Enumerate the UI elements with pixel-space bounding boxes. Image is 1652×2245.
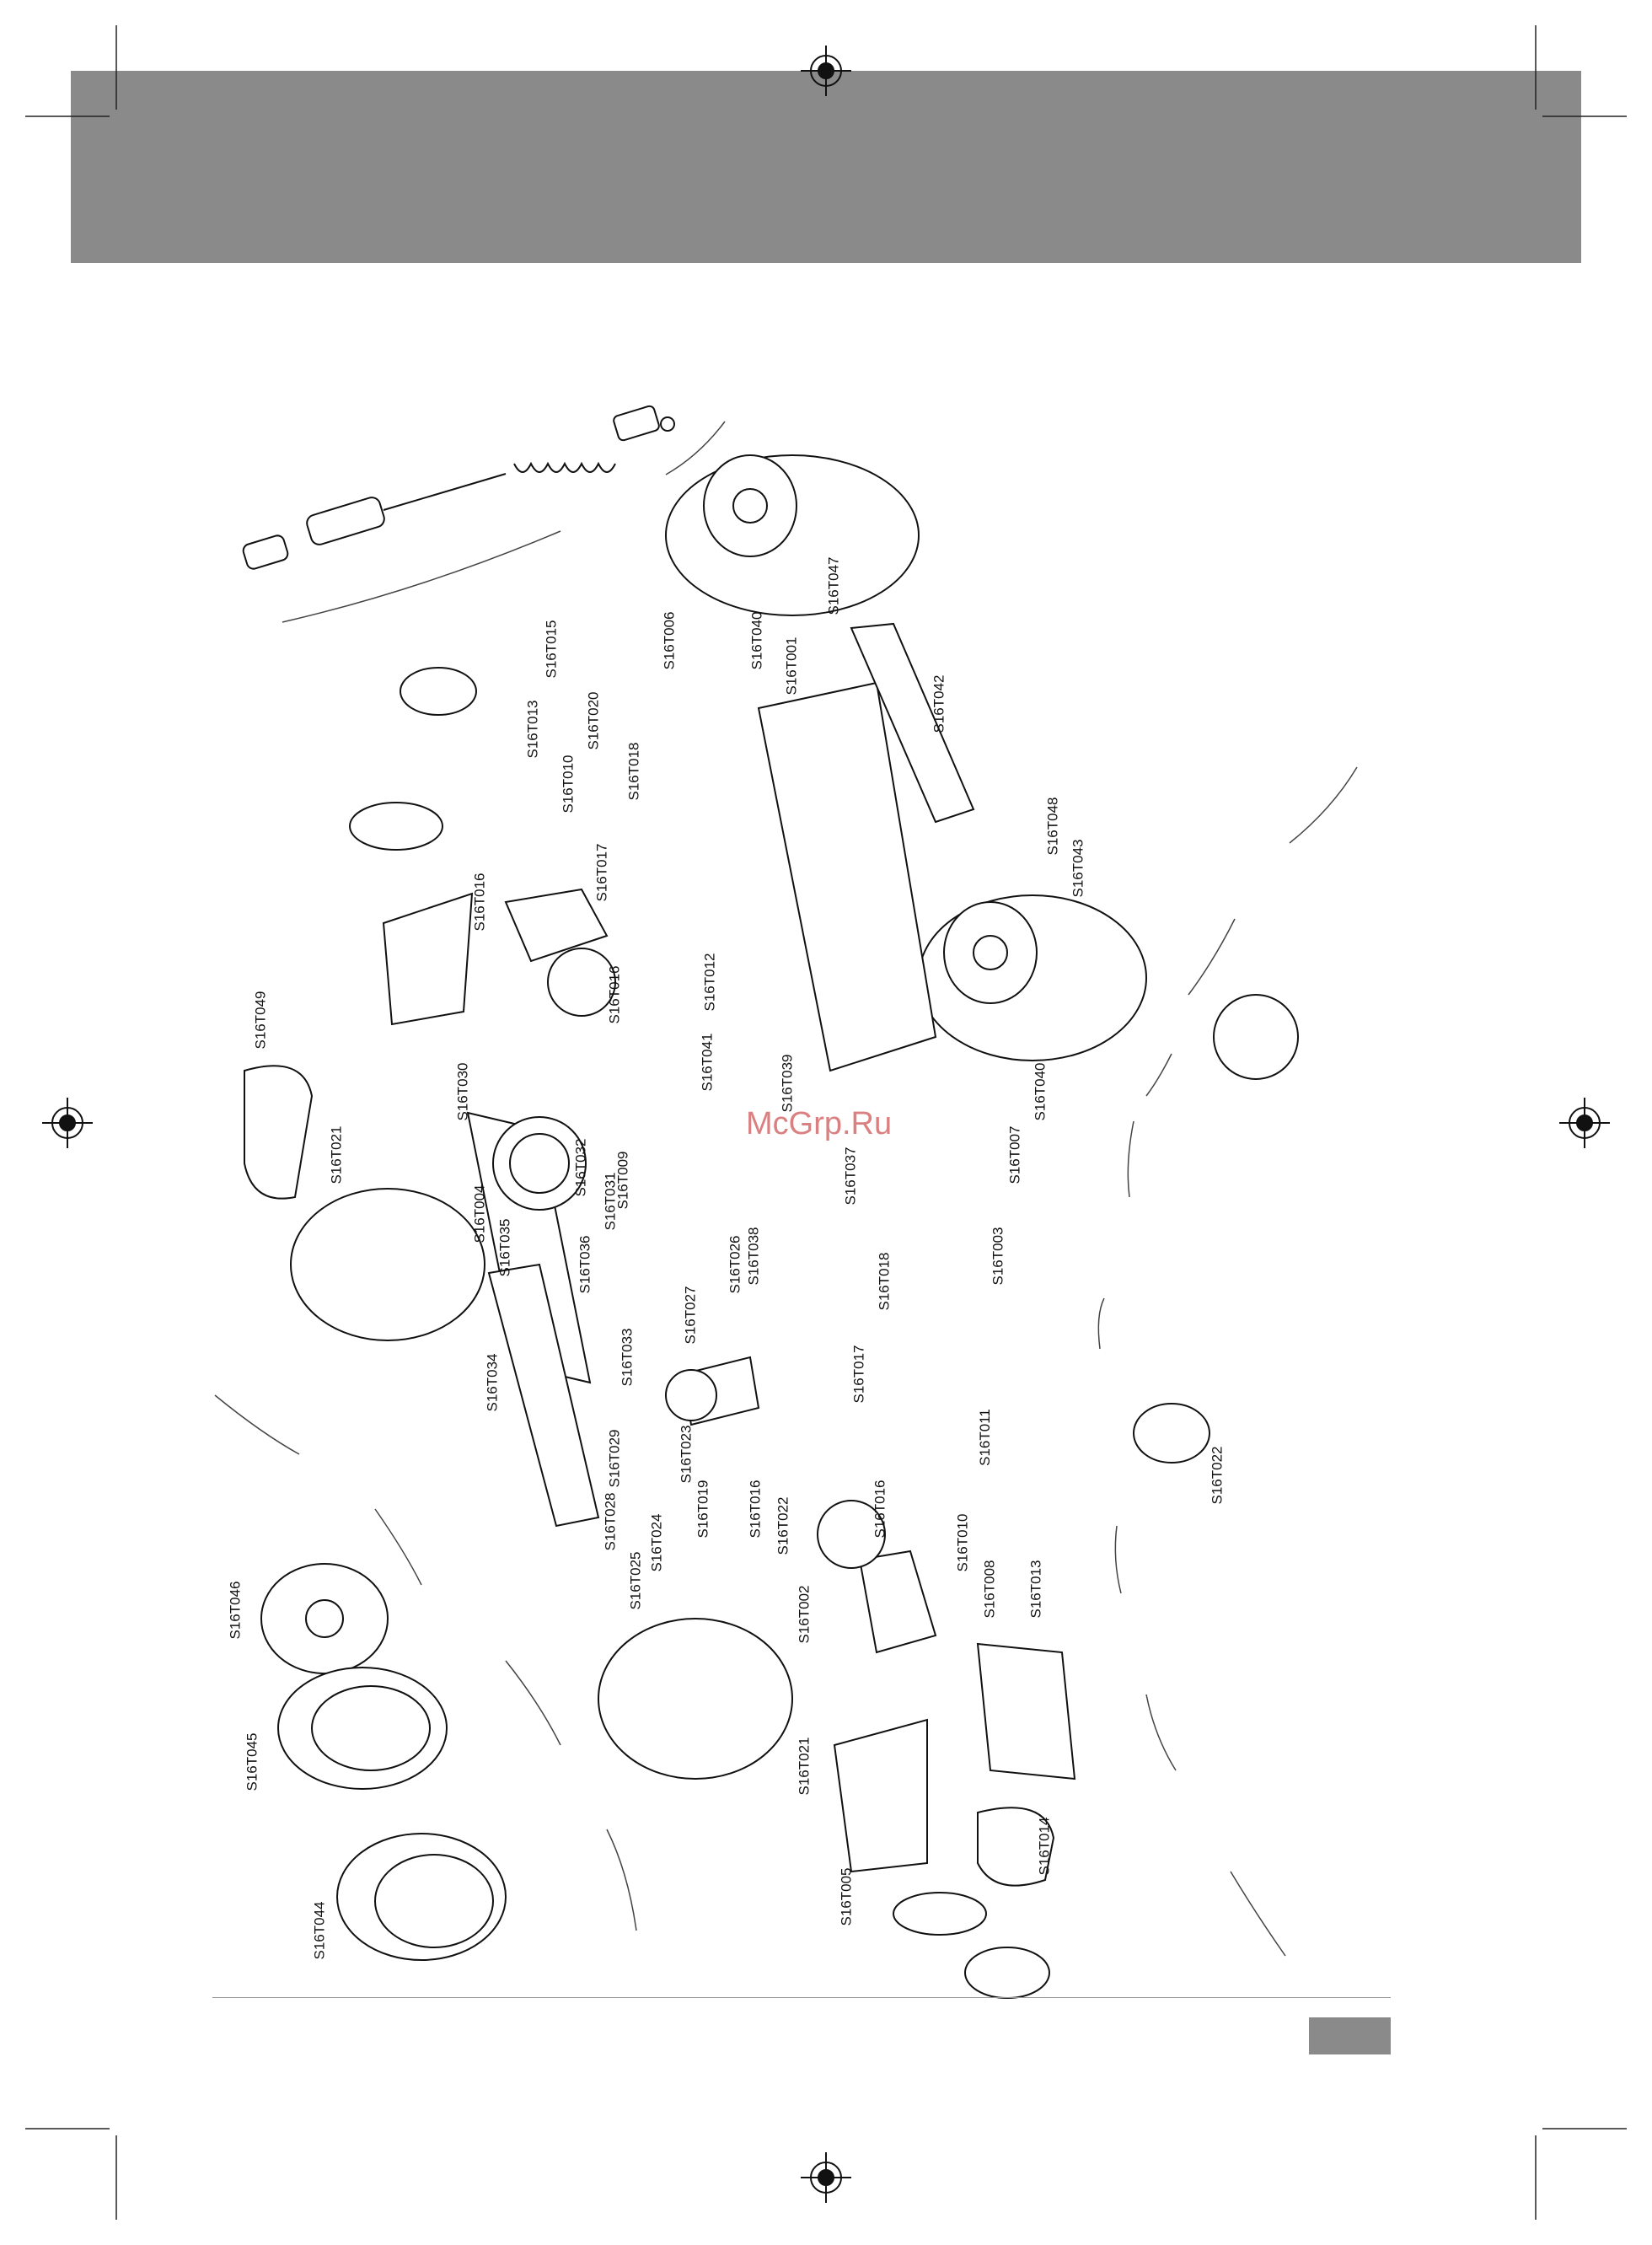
part-label: S16T043 — [1070, 839, 1086, 898]
part-label: S16T020 — [585, 691, 602, 750]
misc-parts — [244, 667, 1299, 1999]
bottom-rule — [212, 1997, 1391, 1998]
part-label: S16T027 — [682, 1286, 699, 1345]
part-label: S16T010 — [560, 755, 577, 814]
part-label: S16T006 — [661, 611, 678, 670]
part-label: S16T037 — [842, 1147, 859, 1206]
part-label: S16T009 — [614, 1151, 631, 1210]
watermark: McGrp.Ru — [746, 1106, 893, 1141]
part-label: S16T005 — [838, 1867, 855, 1926]
wheels — [260, 454, 1147, 1961]
part-label: S16T030 — [454, 1062, 471, 1121]
part-label: S16T022 — [1209, 1446, 1226, 1505]
part-label: S16T049 — [252, 991, 269, 1050]
header-band — [71, 71, 1581, 263]
part-label: S16T046 — [227, 1581, 244, 1640]
part-label: S16T011 — [976, 1409, 993, 1466]
part-label: S16T013 — [1027, 1560, 1044, 1619]
part-label: S16T048 — [1044, 797, 1061, 856]
part-label: S16T017 — [593, 843, 610, 902]
part-label: S16T022 — [775, 1496, 791, 1555]
part-label: S16T040 — [748, 611, 765, 670]
guide-arcs — [214, 421, 1358, 1957]
part-label: S16T024 — [648, 1513, 665, 1572]
part-label: S16T028 — [602, 1492, 619, 1551]
part-label: S16T016 — [606, 965, 623, 1024]
part-label: S16T019 — [695, 1480, 711, 1539]
part-label: S16T004 — [471, 1184, 488, 1243]
part-label: S16T014 — [1036, 1817, 1053, 1876]
part-label: S16T034 — [484, 1353, 501, 1412]
part-label: S16T021 — [328, 1125, 345, 1184]
part-label: S16T025 — [627, 1551, 644, 1610]
part-label: S16T003 — [990, 1227, 1006, 1286]
part-label: S16T007 — [1006, 1125, 1023, 1184]
part-label: S16T036 — [577, 1235, 593, 1294]
part-label: S16T012 — [701, 953, 718, 1012]
part-label: S16T045 — [244, 1732, 260, 1791]
part-label: S16T041 — [699, 1033, 716, 1092]
part-label: S16T032 — [572, 1138, 589, 1197]
part-label: S16T001 — [783, 636, 800, 696]
part-label: S16T033 — [619, 1328, 636, 1387]
part-label: S16T038 — [745, 1227, 762, 1286]
part-label: S16T026 — [727, 1235, 743, 1294]
part-label: S16T021 — [796, 1737, 813, 1796]
part-label: S16T013 — [524, 700, 541, 759]
page-number-box — [1309, 2017, 1391, 2054]
part-label: S16T047 — [825, 556, 842, 615]
part-label: S16T040 — [1032, 1062, 1049, 1121]
top-shock-assembly — [242, 405, 675, 570]
part-label: S16T016 — [747, 1480, 764, 1539]
part-label: S16T018 — [625, 742, 642, 801]
part-label: S16T042 — [931, 674, 947, 733]
part-label: S16T016 — [471, 873, 488, 932]
part-label: S16T010 — [954, 1513, 971, 1572]
part-label: S16T029 — [606, 1429, 623, 1488]
part-label: S16T035 — [496, 1218, 513, 1277]
part-label: S16T023 — [678, 1425, 695, 1484]
part-label: S16T016 — [872, 1480, 888, 1539]
part-label: S16T015 — [543, 620, 560, 679]
part-label: S16T008 — [981, 1560, 998, 1619]
part-label: S16T002 — [796, 1585, 813, 1644]
crop-marks — [25, 25, 1627, 2220]
registration-marks — [42, 46, 1610, 2203]
part-label: S16T044 — [311, 1901, 328, 1960]
part-label: S16T039 — [779, 1054, 796, 1113]
part-label: S16T018 — [876, 1252, 893, 1311]
part-label: S16T017 — [850, 1345, 867, 1404]
